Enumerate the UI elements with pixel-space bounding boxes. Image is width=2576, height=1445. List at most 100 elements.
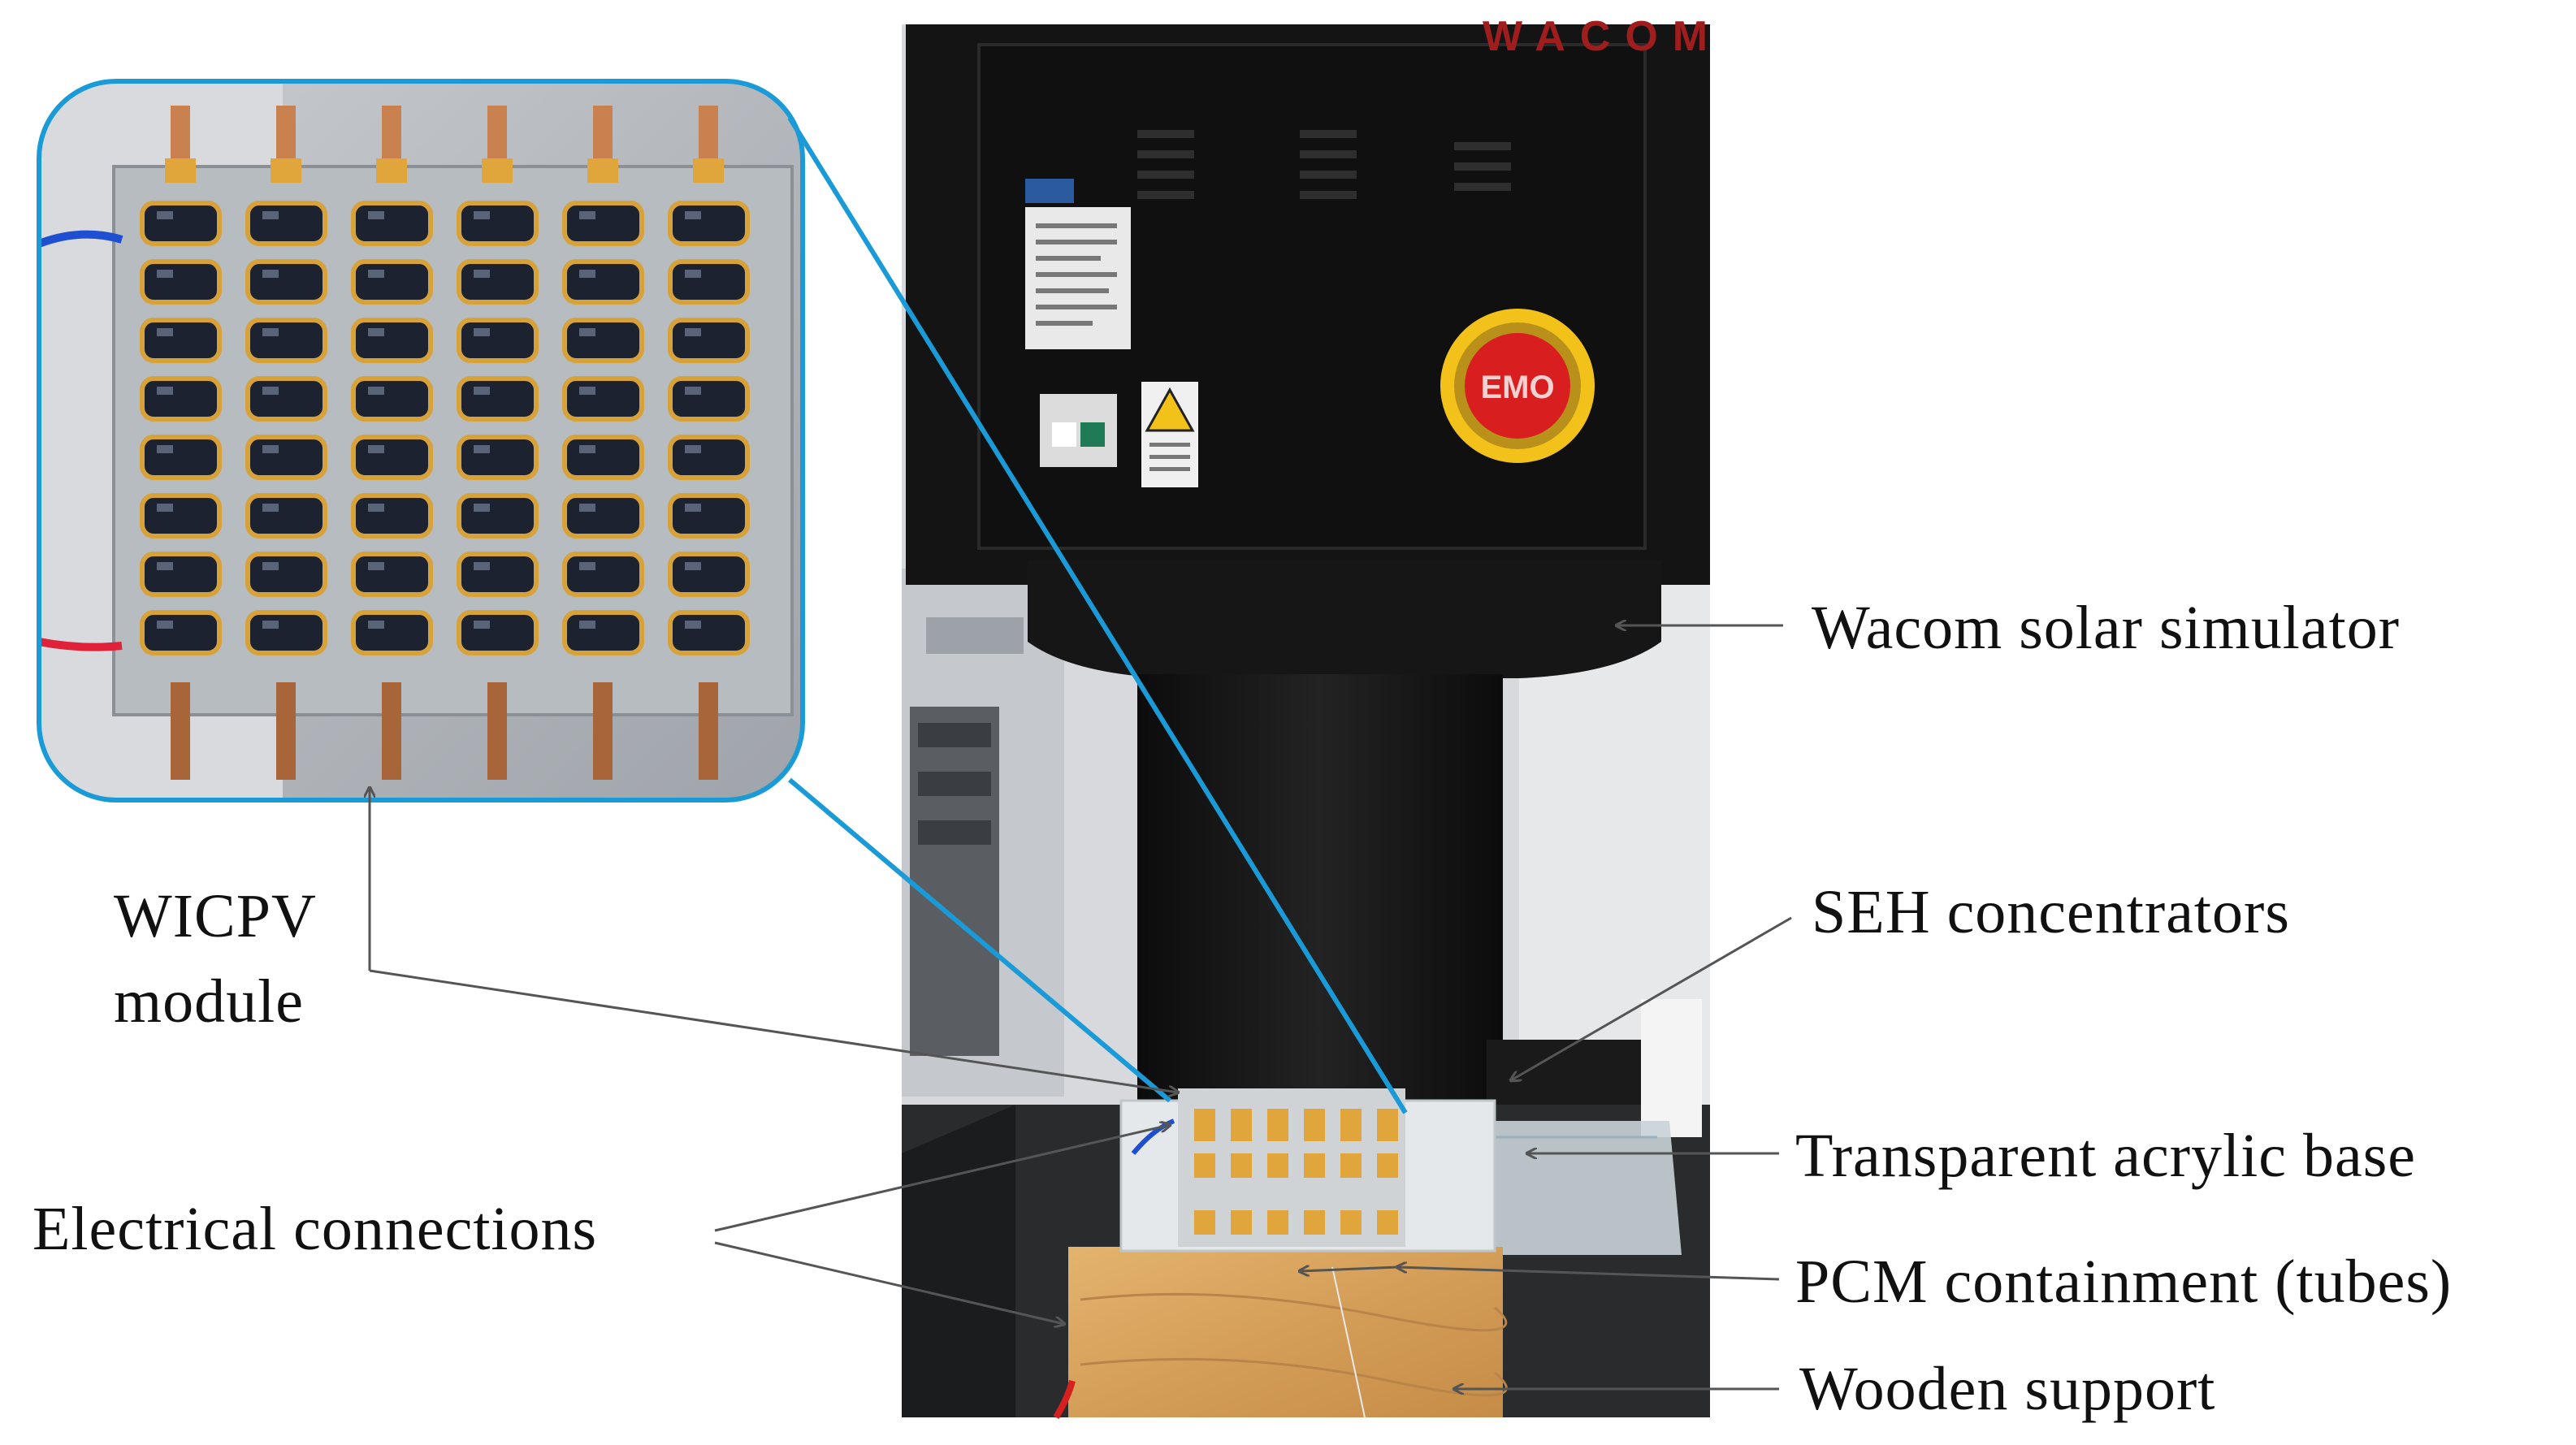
- cell-reflection: [579, 504, 595, 512]
- brand-marking: WACOM: [1483, 13, 1722, 60]
- cell-reflection: [685, 562, 701, 570]
- copper-tube-bottom: [593, 682, 613, 780]
- emo-button-text: EMO: [1480, 370, 1554, 405]
- cell-reflection: [579, 387, 595, 395]
- pv-cell: [140, 376, 222, 422]
- pv-cell: [245, 493, 327, 539]
- cell-reflection: [262, 211, 279, 219]
- cell-reflection: [262, 445, 279, 453]
- cell-reflection: [474, 621, 490, 629]
- pv-cell: [245, 552, 327, 597]
- photo-solar-simulator-setup: WACOM EMO: [902, 13, 1722, 1420]
- pv-cell: [668, 318, 750, 363]
- pv-cell: [668, 435, 750, 480]
- cell-reflection: [474, 445, 490, 453]
- arrow-pcm-containment: [1397, 1267, 1780, 1281]
- cell-reflection: [579, 328, 595, 336]
- pv-cell: [140, 318, 222, 363]
- cell-reflection: [157, 504, 173, 512]
- cell-reflection: [368, 562, 384, 570]
- copper-tube-bottom: [276, 682, 296, 780]
- pv-cell: [140, 435, 222, 480]
- electrical-wire-red: [1053, 1379, 1076, 1420]
- callout-line-upper: [787, 116, 1408, 1114]
- cell-reflection: [474, 270, 490, 278]
- cell-reflection: [368, 270, 384, 278]
- tube-cap: [693, 158, 724, 183]
- label-wicpv-line1: WICPV: [114, 882, 317, 950]
- cell-reflection: [157, 445, 173, 453]
- copper-tube-bottom: [487, 682, 507, 780]
- pv-cell: [668, 552, 750, 597]
- pv-cell: [245, 435, 327, 480]
- callout-line-lower: [788, 777, 1171, 1103]
- pv-cell: [562, 376, 644, 422]
- cell-reflection: [157, 387, 173, 395]
- pv-cell: [457, 376, 539, 422]
- arrow-wicpv-module: [369, 969, 1178, 1092]
- pv-cell: [351, 493, 433, 539]
- vent-grilles: [1137, 130, 1511, 199]
- pv-cell: [562, 552, 644, 597]
- pv-cell: [245, 376, 327, 422]
- cell-reflection: [685, 621, 701, 629]
- tube-cap: [482, 158, 513, 183]
- cell-reflection: [368, 445, 384, 453]
- pv-cell: [140, 259, 222, 305]
- cell-reflection: [262, 387, 279, 395]
- label-transparent-acrylic-base: Transparent acrylic base: [1795, 1122, 2417, 1190]
- pv-cell: [562, 493, 644, 539]
- pv-cell: [668, 259, 750, 305]
- cell-reflection: [685, 211, 701, 219]
- copper-tube-bottom: [699, 682, 718, 780]
- inset-module-closeup: [37, 79, 805, 803]
- pv-cell: [457, 610, 539, 655]
- copper-tube-bottom: [382, 682, 401, 780]
- tube-cap: [376, 158, 407, 183]
- cell-reflection: [474, 504, 490, 512]
- cell-reflection: [262, 504, 279, 512]
- pv-cell: [245, 318, 327, 363]
- cell-reflection: [474, 562, 490, 570]
- pv-cell: [457, 318, 539, 363]
- pv-cell: [245, 259, 327, 305]
- pv-cell: [140, 552, 222, 597]
- copper-tube-bottom: [171, 682, 190, 780]
- pv-cell: [351, 201, 433, 246]
- pv-cell: [351, 376, 433, 422]
- cell-reflection: [368, 387, 384, 395]
- pv-cell: [245, 610, 327, 655]
- pv-cell: [457, 552, 539, 597]
- pv-cell: [562, 259, 644, 305]
- pv-cell: [668, 376, 750, 422]
- cell-reflection: [368, 621, 384, 629]
- pv-cell: [457, 259, 539, 305]
- pv-cell: [562, 435, 644, 480]
- cell-reflection: [579, 621, 595, 629]
- cell-reflection: [579, 270, 595, 278]
- arrow-pcm-containment-2: [1300, 1267, 1398, 1271]
- callout-lines: [787, 116, 1408, 1114]
- cell-reflection: [262, 621, 279, 629]
- pv-cell: [351, 318, 433, 363]
- pv-cell: [457, 493, 539, 539]
- cell-reflection: [474, 211, 490, 219]
- cell-reflection: [579, 562, 595, 570]
- pv-cell: [668, 201, 750, 246]
- cell-reflection: [368, 328, 384, 336]
- pv-cell: [351, 259, 433, 305]
- pv-cell: [140, 201, 222, 246]
- wooden-support: [1068, 1247, 1503, 1417]
- pv-cell: [562, 610, 644, 655]
- cell-reflection: [157, 270, 173, 278]
- cell-reflection: [685, 387, 701, 395]
- pv-cell: [457, 435, 539, 480]
- tube-cap: [271, 158, 301, 183]
- cell-reflection: [685, 328, 701, 336]
- label-pcm-containment: PCM containment (tubes): [1795, 1248, 2453, 1316]
- cell-reflection: [157, 211, 173, 219]
- cell-reflection: [262, 562, 279, 570]
- arrow-electrical-connections-2: [714, 1241, 1064, 1324]
- pv-cell: [140, 610, 222, 655]
